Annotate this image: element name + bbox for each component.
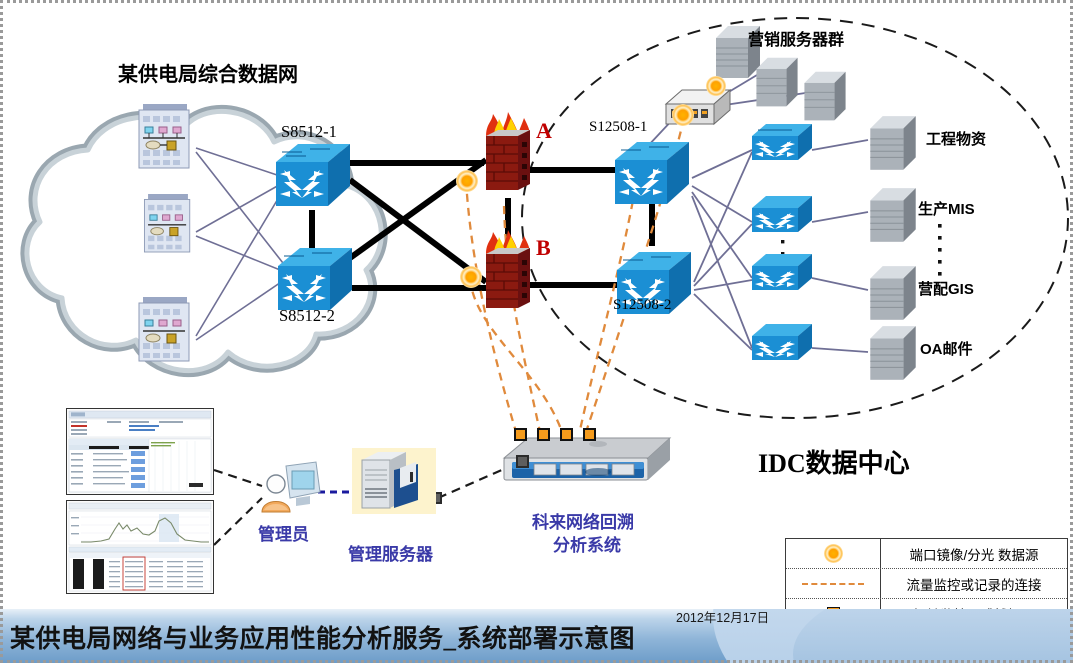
slide-footer-banner: 某供电局网络与业务应用性能分析服务_系统部署示意图 (0, 609, 1073, 663)
marketing-server-icon-3 (804, 71, 846, 121)
firewall-b-label: B (536, 235, 551, 260)
access-switch-icon-4[interactable] (748, 318, 816, 370)
administrator-label: 管理员 (258, 525, 309, 544)
dashed-line-icon (786, 569, 881, 598)
slide-title: 某供电局网络与业务应用性能分析服务_系统部署示意图 (10, 626, 636, 653)
app-server-label-2: 生产MIS (918, 201, 975, 218)
cloud-title-label: 某供电局综合数据网 (118, 64, 298, 86)
marketing-server-icon-2 (756, 57, 798, 107)
access-switch-icon-1[interactable] (748, 118, 816, 170)
legend-label-dashed: 流量监控或记录的连接 (906, 577, 1042, 593)
ellipsis-dots-servers (938, 224, 942, 276)
capture-port-icon-3 (560, 428, 573, 441)
idc-switch-s12508-2-icon[interactable] (610, 246, 698, 322)
mirror-point-icon-splitter-left (672, 104, 694, 126)
legend-label-mirror: 端口镜像/分光 数据源 (909, 547, 1039, 563)
app-server-icon-2 (870, 188, 916, 242)
access-switch-icon-2[interactable] (748, 190, 816, 242)
mirror-point-icon-fw-a (456, 170, 478, 192)
legend-row-mirror: 端口镜像/分光 数据源 (786, 539, 1067, 569)
idc-switch-2-label: S12508-2 (613, 297, 672, 313)
firewall-a-icon[interactable] (480, 110, 536, 200)
core-switch-1-label: S8512-1 (281, 122, 337, 141)
access-switch-icon-3[interactable] (748, 248, 816, 300)
branch-building-icon-2 (143, 194, 191, 253)
banner-swoosh-2 (793, 609, 1073, 663)
idc-switch-1-label: S12508-1 (589, 119, 648, 135)
analyzer-label-line2: 分析系统 (553, 536, 621, 555)
mirror-point-icon-splitter-top (706, 76, 726, 96)
mirror-sun-icon (786, 539, 881, 568)
monitoring-screenshot-table[interactable] (66, 408, 214, 495)
administrator-icon (261, 461, 321, 513)
app-server-label-3: 营配GIS (918, 281, 974, 298)
network-analyzer-appliance-icon[interactable] (498, 424, 676, 490)
legend-row-dashed: 流量监控或记录的连接 (786, 569, 1067, 599)
app-server-label-4: OA邮件 (920, 341, 973, 358)
management-server-label: 管理服务器 (348, 545, 433, 564)
analyzer-label-line1: 科来网络回溯 (532, 513, 634, 532)
firewall-b-icon[interactable] (480, 228, 536, 318)
app-server-icon-1 (870, 116, 916, 170)
app-server-icon-3 (870, 266, 916, 320)
idc-switch-s12508-1-icon[interactable] (608, 136, 696, 212)
marketing-server-icon-1 (716, 26, 760, 78)
branch-building-icon-3 (138, 297, 190, 362)
management-server-icon[interactable] (352, 448, 436, 514)
core-switch-s8512-1-icon[interactable] (272, 138, 354, 214)
branch-building-icon-1 (138, 104, 190, 169)
app-server-icon-4 (870, 326, 916, 380)
app-server-label-1: 工程物资 (926, 131, 987, 148)
idc-title-label: IDC数据中心 (758, 449, 910, 478)
core-switch-s8512-2-icon[interactable] (274, 242, 356, 318)
capture-port-icon-2 (537, 428, 550, 441)
firewall-a-label: A (536, 118, 552, 143)
monitoring-screenshot-chart[interactable] (66, 500, 214, 594)
management-port-icon-analyzer (516, 455, 529, 468)
capture-port-icon-4 (583, 428, 596, 441)
capture-port-icon-1 (514, 428, 527, 441)
date-wrapper: 2012年12月17日 (0, 611, 1073, 634)
mirror-point-icon-fw-b (460, 266, 482, 288)
marketing-servers-label: 营销服务器群 (748, 32, 845, 49)
slide-date: 2012年12月17日 (676, 611, 770, 625)
core-switch-2-label: S8512-2 (279, 306, 335, 325)
